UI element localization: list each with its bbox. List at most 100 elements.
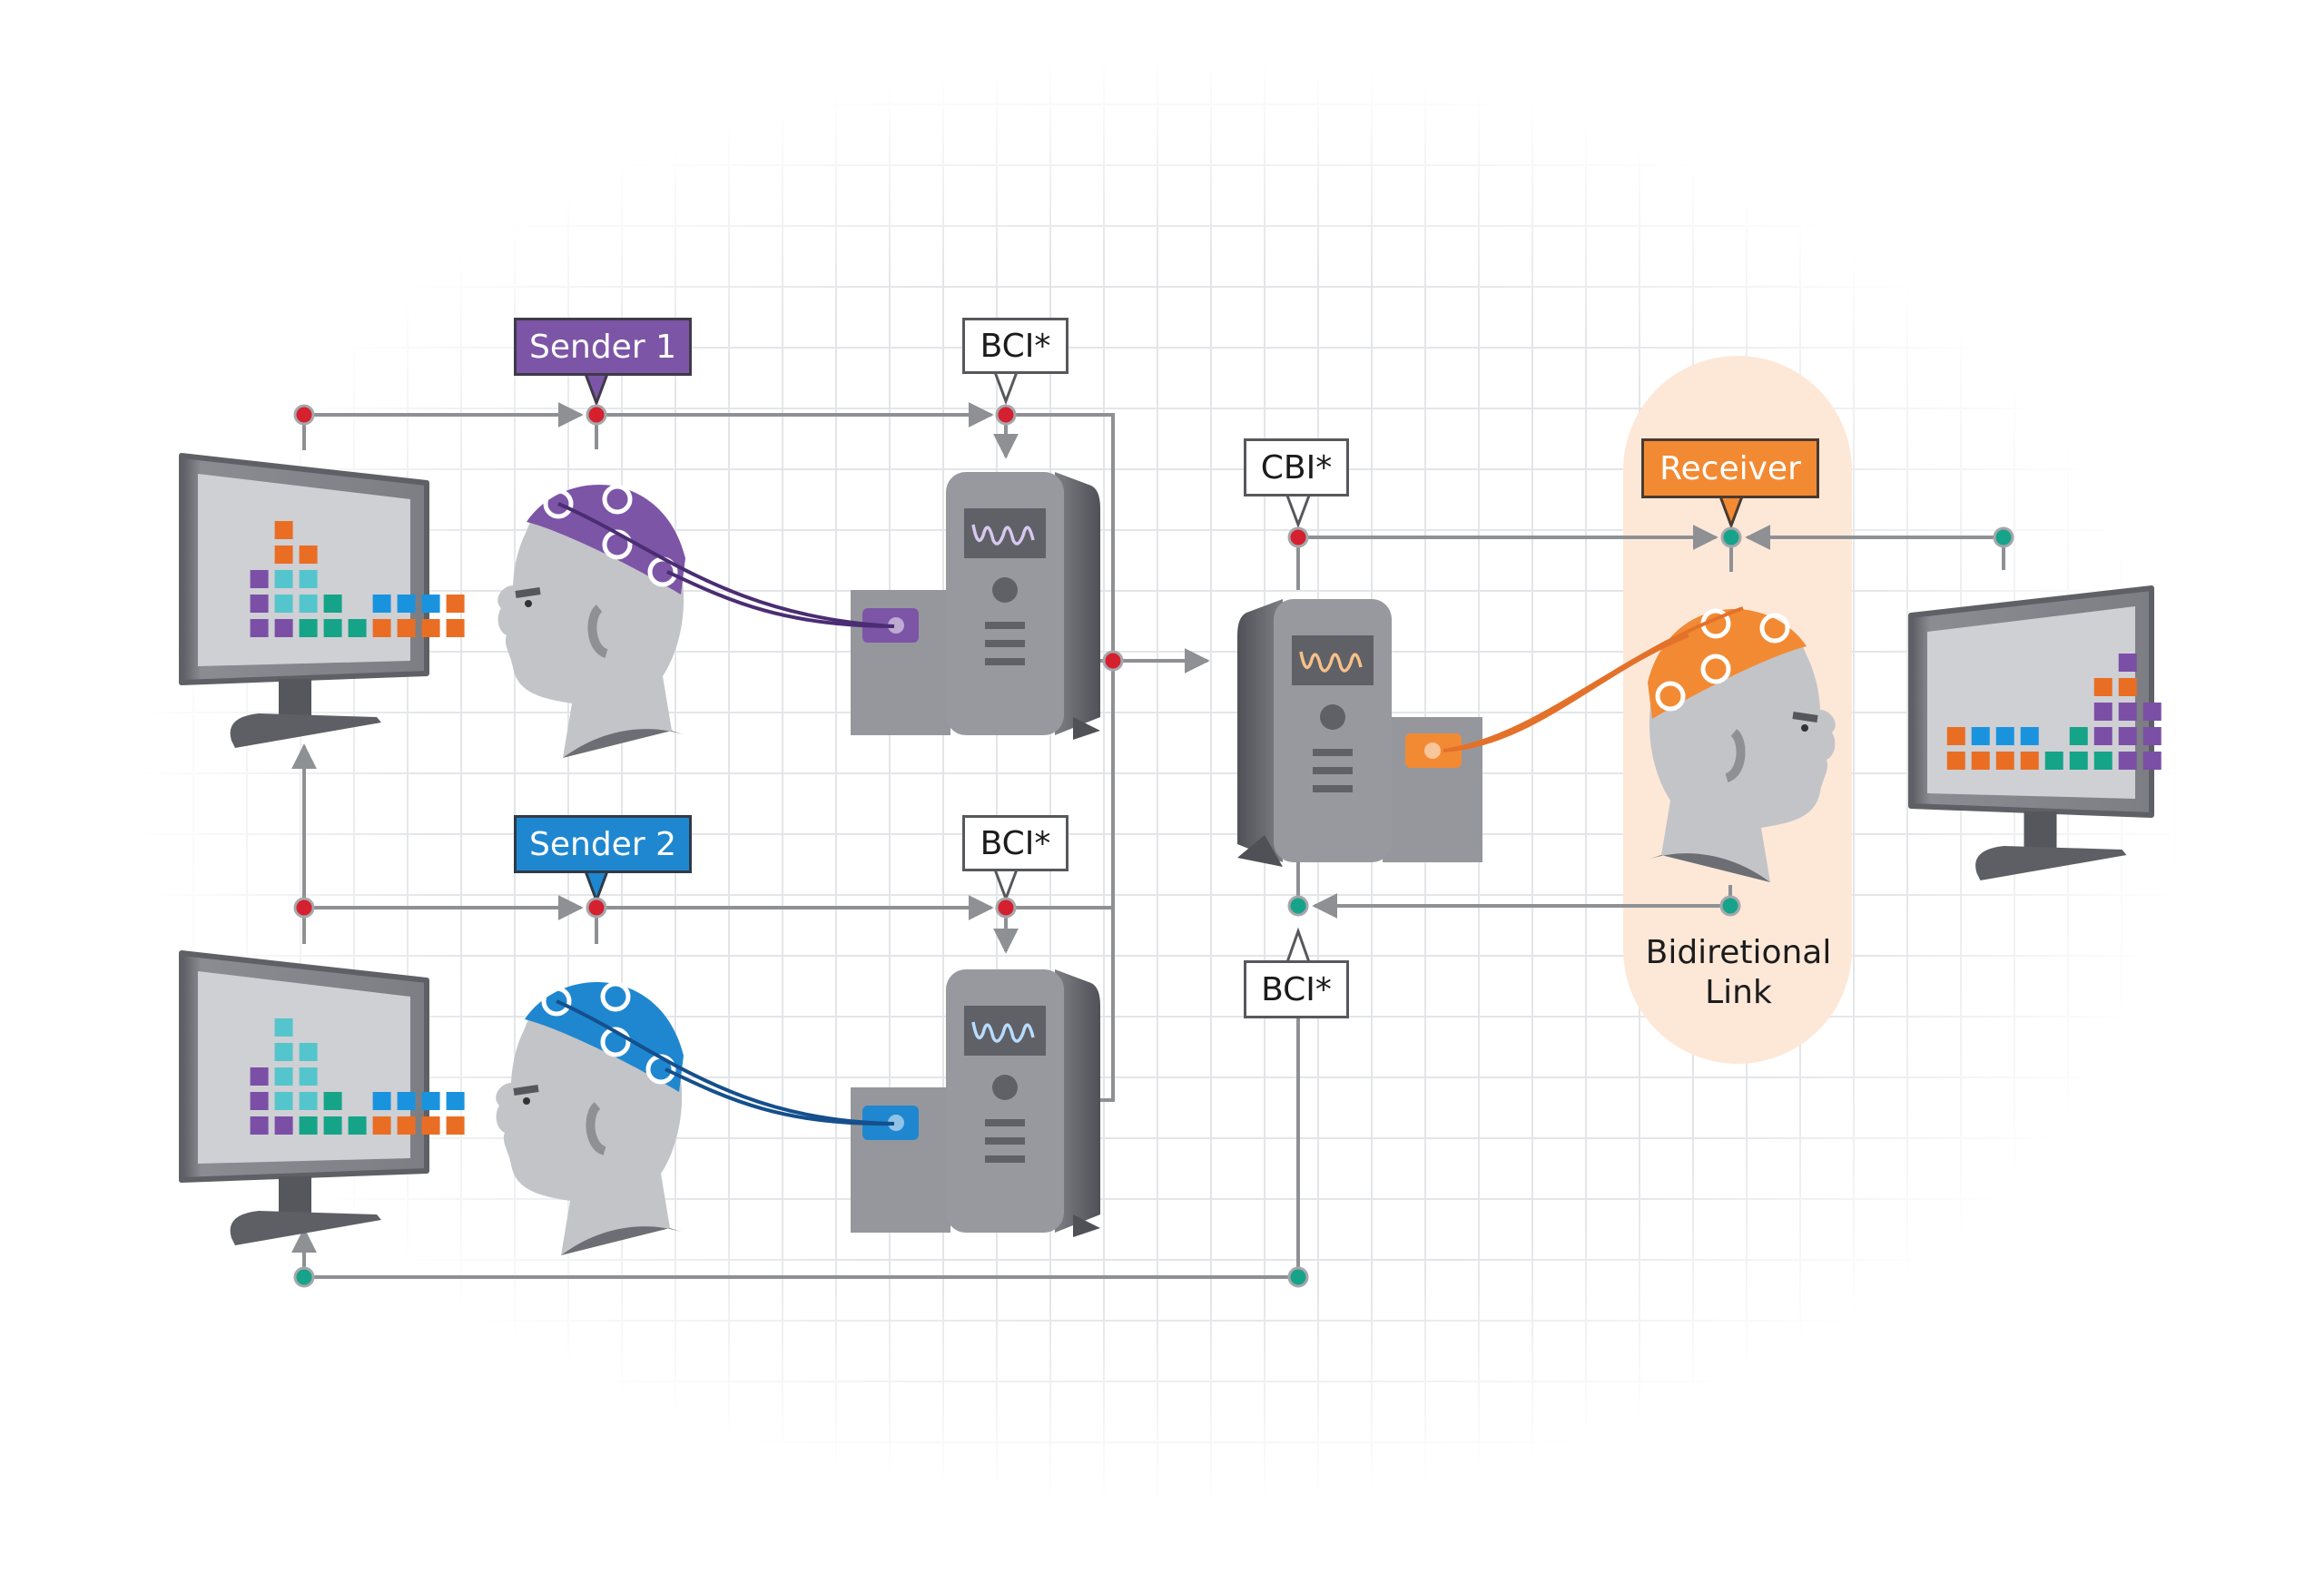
eye [1801,724,1808,732]
monitor-neck [2024,811,2057,851]
chart-square [250,619,269,637]
chart-square [2020,727,2039,745]
node-monitor2 [293,897,315,919]
tower-side [1055,472,1100,735]
vent-slot [985,658,1025,665]
node-merge [1102,650,1124,672]
bci-top-label-text: BCI* [980,327,1051,365]
vent-slot [1313,785,1353,792]
eye [523,1097,530,1105]
waveform-icon [1299,651,1363,673]
chart-square [274,1116,293,1135]
bci-top-label: BCI* [962,318,1068,374]
power-button [992,577,1018,603]
node-sender2 [586,897,607,919]
chart-square [2142,727,2162,745]
monitor-receiver [1908,585,2162,880]
eeg-cable-sender1 [666,570,895,628]
eeg-cable-receiver [1443,606,1744,752]
chart-square [421,1116,440,1135]
electrode [602,484,633,515]
node-monitor2-feedback [293,1266,315,1288]
cbi-pointer [1285,495,1311,529]
chart-square [2118,703,2137,721]
chart-square [2069,727,2088,745]
chart-square [323,619,342,637]
head-sender2 [496,981,684,1255]
background-grid [73,36,2251,1534]
chart-square [274,570,293,588]
chart-square [323,1092,342,1110]
chart-square [446,1116,465,1135]
chart-square [274,1043,293,1061]
cbi-label: CBI* [1244,438,1349,496]
chart-square [421,1092,440,1110]
chart-square [446,1092,465,1110]
chart-square [421,595,440,613]
chart-square [397,1092,416,1110]
port-socket [1424,742,1441,759]
eyebrow [1792,712,1818,723]
chart-square [1995,752,2014,770]
chart-square [2118,678,2137,696]
connection-nodes [293,404,2014,1288]
node-monitor1 [293,404,315,426]
port-socket [888,1115,904,1131]
node-sender1 [586,404,607,426]
chart-square [299,1067,318,1086]
chart-square [299,570,318,588]
chart-square [446,595,465,613]
computer-sender1 [851,472,1100,740]
chart-square [2118,752,2137,770]
chart-square [274,1018,293,1037]
monitor-neck [279,679,311,719]
chart-square [2093,678,2112,696]
vent-slot [985,640,1025,647]
devices [179,453,2162,1255]
chart-square [421,619,440,637]
monitor-base [230,1211,381,1245]
sender1-label-text: Sender 1 [529,328,676,366]
electrode [600,1027,631,1057]
chart-square [2020,752,2039,770]
chart-square [250,570,269,588]
chart-square [397,619,416,637]
chart-square [2142,752,2162,770]
tower-foot [1237,835,1283,867]
node-cbi [1287,526,1309,548]
ear [1724,729,1746,782]
power-button [992,1075,1018,1100]
bci-bottom-label: BCI* [1244,960,1349,1018]
chart-square [299,619,318,637]
node-bci-bottom [1287,895,1309,917]
chart-square [274,1067,293,1086]
chart-square [2093,752,2112,770]
ear [587,605,609,658]
bci-bottom-pointer [1285,927,1311,963]
bidirectional-link-caption: Bidiretional Link [1625,933,1852,1013]
electrode [541,986,572,1017]
chart-square [323,1116,342,1135]
tower-side [1237,599,1283,862]
chart-square [2069,752,2088,770]
sender1-label: Sender 1 [514,318,692,376]
chart-square [2118,727,2137,745]
ear [586,1102,607,1155]
chart-square [2093,703,2112,721]
bci-middle-label-text: BCI* [980,824,1051,862]
eeg-cable-receiver [1443,634,1689,752]
vent-slot [1313,749,1353,756]
chart-square [348,619,367,637]
vent-slot [985,1155,1025,1163]
chart-square [250,1092,269,1110]
head-collar [563,729,685,758]
computer-cbi [1237,599,1482,867]
chart-square [1971,727,1990,745]
sender2-label: Sender 2 [514,815,692,873]
vent-slot [1313,767,1353,774]
electrode [1655,681,1686,712]
eeg-cable-sender1 [557,502,895,628]
head-collar [1648,853,1770,882]
chart-square [1971,752,1990,770]
